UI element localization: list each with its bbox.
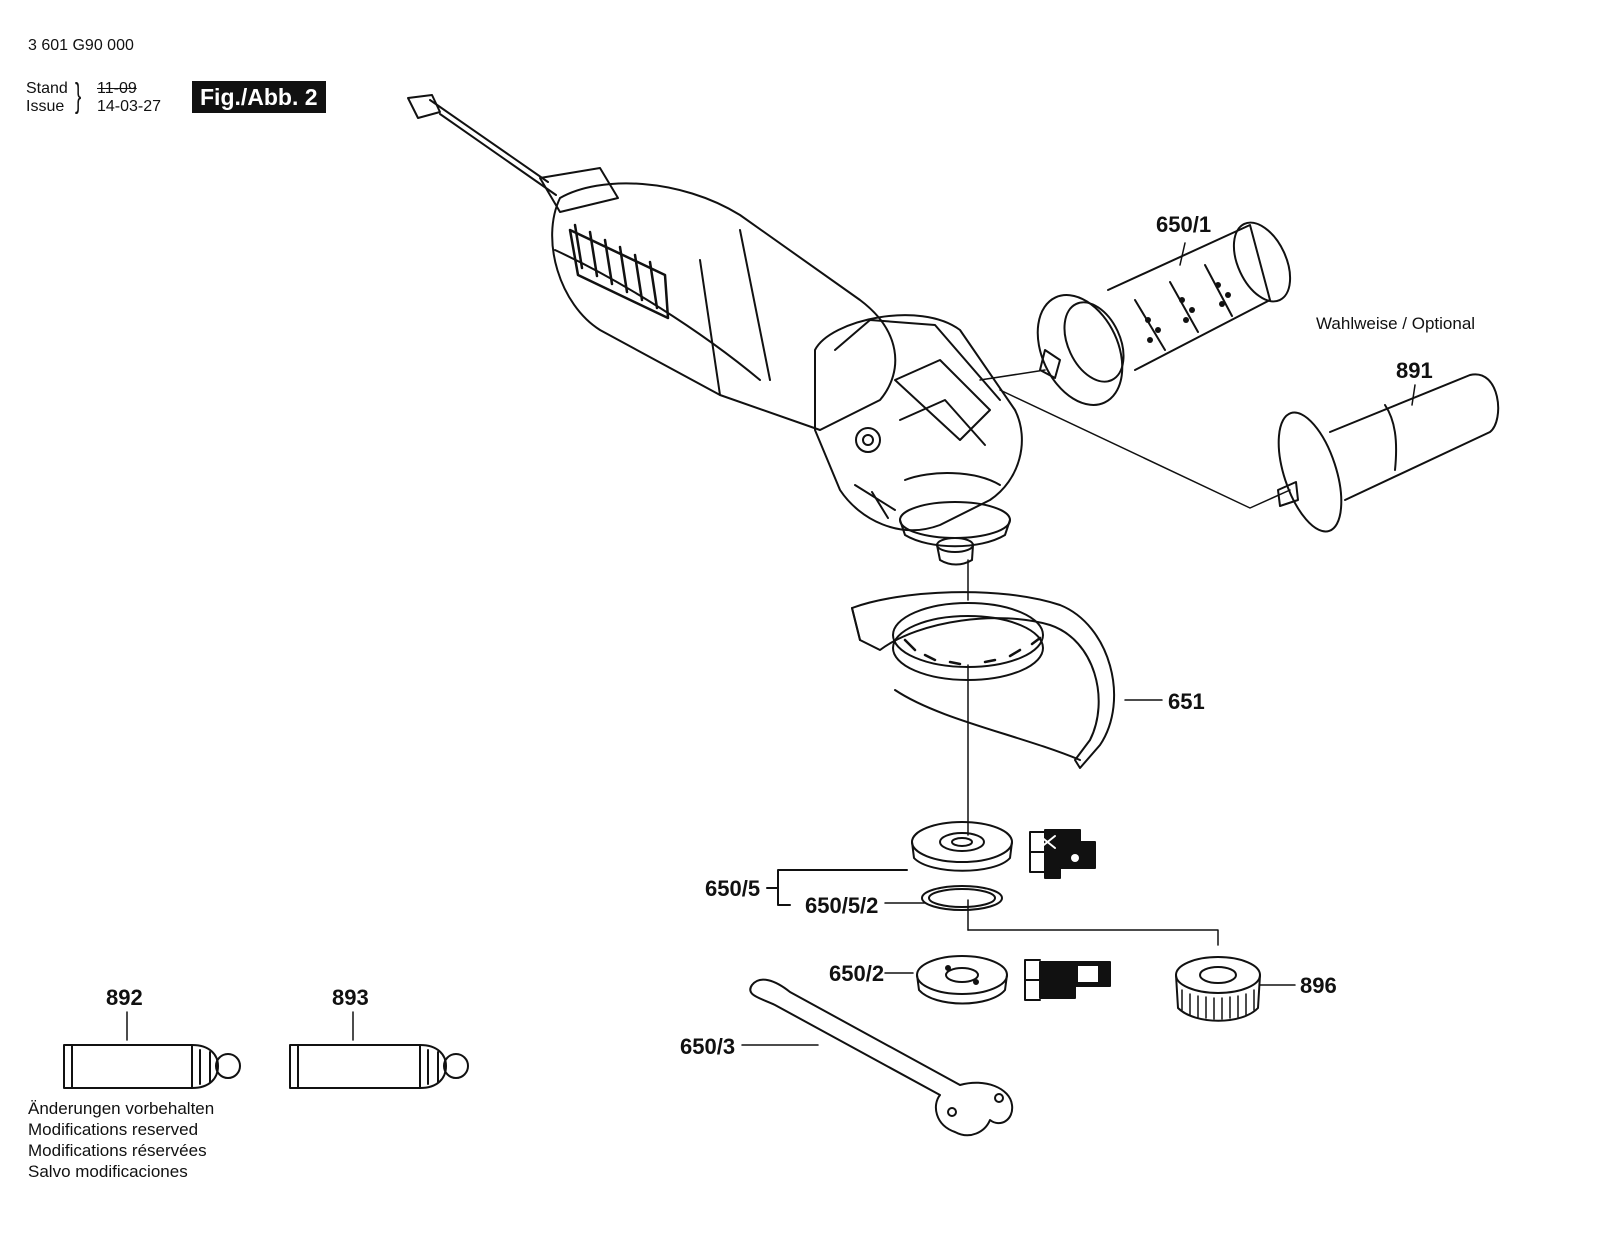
protection-guard-651 (851, 591, 1163, 769)
part-label-650-2: 650/2 (829, 961, 885, 986)
part-label-896: 896 (1300, 973, 1337, 998)
optional-note: Wahlweise / Optional (1316, 314, 1476, 333)
part-label-650-3: 650/3 (680, 1034, 736, 1059)
document-number: 3 601 G90 000 (28, 37, 134, 54)
angle-grinder-drawing (407, 94, 1023, 566)
part-label-892: 892 (106, 985, 143, 1010)
modifications-note-fr: Modifications réservées (28, 1141, 207, 1160)
modifications-note-de: Änderungen vorbehalten (28, 1099, 215, 1118)
part-label-893: 893 (332, 985, 369, 1010)
mounting-flange-650-5 (911, 821, 1096, 911)
grease-tube-892 (63, 1011, 241, 1089)
auxiliary-handle-650-1 (1036, 221, 1292, 406)
issue-label: Issue (26, 98, 65, 115)
grease-tube-893 (289, 1011, 469, 1089)
two-pin-wrench-650-3 (741, 978, 1014, 1137)
modifications-note-es: Salvo modificaciones (28, 1162, 188, 1181)
part-label-891: 891 (1396, 358, 1433, 383)
lock-nut-650-2 (884, 955, 1111, 1005)
side-handle-891 (1277, 373, 1500, 533)
quick-clamp-nut-896 (1175, 956, 1296, 1022)
modifications-note-en: Modifications reserved (28, 1120, 199, 1139)
stand-label: Stand (26, 80, 68, 97)
brace-glyph: } (75, 77, 82, 115)
figure-badge: Fig./Abb. 2 (192, 81, 326, 113)
part-label-650-1: 650/1 (1156, 212, 1212, 237)
issue-date: 14-03-27 (97, 98, 162, 115)
assembly-lines (967, 369, 1291, 946)
part-label-650-5: 650/5 (705, 876, 761, 901)
stand-date-struck: 11-09 (97, 80, 137, 97)
part-label-651: 651 (1168, 689, 1205, 714)
part-label-650-5-2: 650/5/2 (805, 893, 879, 918)
